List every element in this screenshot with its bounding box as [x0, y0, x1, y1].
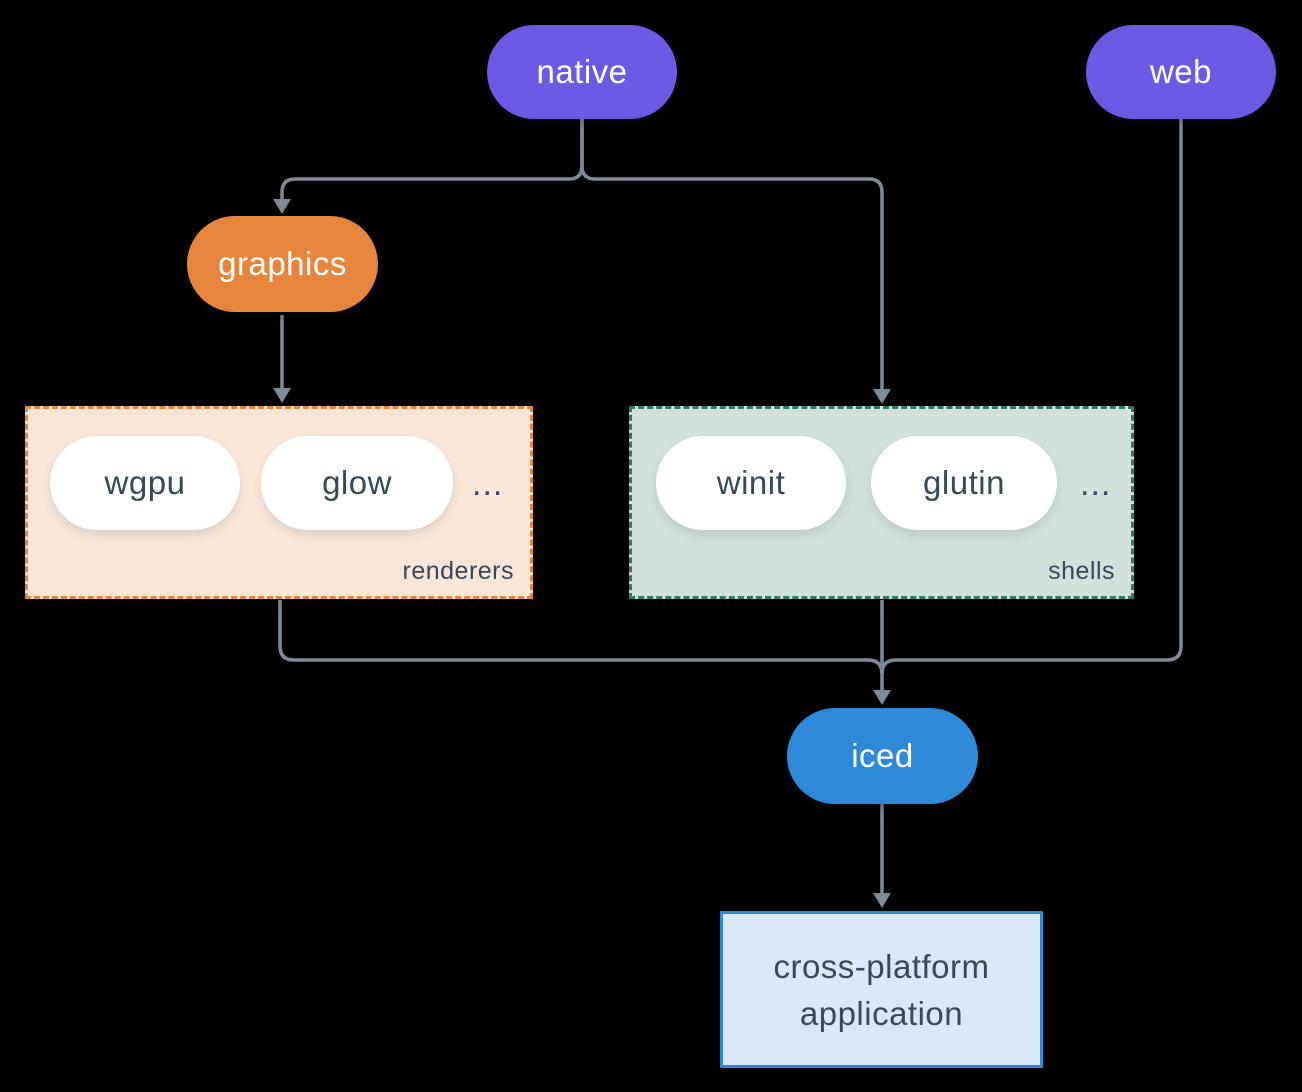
- node-iced: iced: [787, 708, 978, 804]
- arrowhead-shells: [873, 389, 891, 404]
- arrowhead-renderers: [273, 388, 291, 403]
- node-web-label: web: [1149, 53, 1213, 90]
- application-label-line2: application: [799, 994, 964, 1032]
- application-label-line1: cross-platform: [773, 947, 990, 985]
- node-wgpu-label: wgpu: [104, 464, 186, 501]
- node-winit: winit: [656, 436, 846, 530]
- node-iced-label: iced: [851, 737, 914, 774]
- node-graphics-label: graphics: [218, 245, 347, 282]
- group-shells: winit glutin ... shells: [629, 406, 1134, 599]
- node-winit-label: winit: [716, 464, 786, 501]
- arrowhead-iced: [873, 690, 891, 705]
- edge-native-to-shells: [580, 119, 884, 391]
- renderers-ellipsis: ...: [472, 465, 504, 503]
- renderers-group-label: renderers: [402, 557, 514, 585]
- arrowhead-graphics: [273, 199, 291, 214]
- shells-group-label: shells: [1048, 557, 1115, 585]
- node-native: native: [487, 25, 677, 119]
- arrowhead-application: [873, 893, 891, 908]
- edge-renderers-to-iced: [278, 600, 884, 675]
- node-graphics: graphics: [187, 216, 378, 312]
- node-cross-platform-application: cross-platform application: [720, 911, 1043, 1068]
- node-glutin: glutin: [871, 436, 1057, 530]
- node-glutin-label: glutin: [923, 464, 1005, 501]
- node-web: web: [1086, 25, 1276, 119]
- node-wgpu: wgpu: [50, 436, 240, 530]
- node-glow: glow: [261, 436, 453, 530]
- shells-ellipsis: ...: [1080, 465, 1112, 503]
- edge-native-to-graphics: [280, 119, 584, 201]
- node-glow-label: glow: [322, 464, 392, 501]
- group-renderers: wgpu glow ... renderers: [25, 406, 533, 599]
- node-native-label: native: [536, 53, 628, 90]
